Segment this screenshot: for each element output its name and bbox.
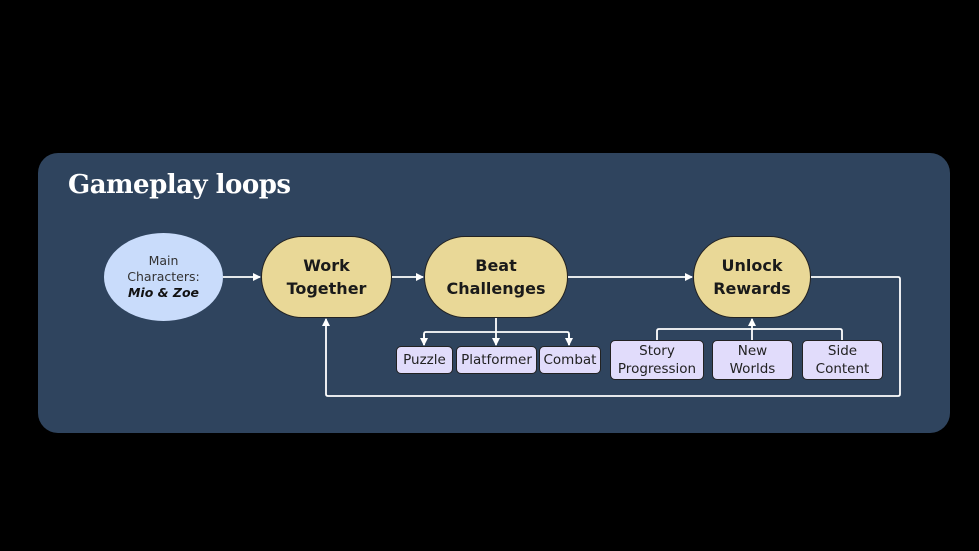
node-main-characters-names: Mio & Zoe: [127, 285, 200, 300]
node-work-together-line1: Work: [303, 256, 350, 275]
reward-side-content-line2: Content: [815, 361, 870, 377]
reward-new-worlds-line2: Worlds: [729, 361, 776, 377]
reward-story-progression-line1: Story: [639, 343, 675, 359]
challenge-puzzle: Puzzle: [396, 346, 453, 374]
node-beat-challenges-line1: Beat: [475, 256, 517, 275]
reward-side-content: Side Content: [802, 340, 883, 380]
reward-story-progression: Story Progression: [610, 340, 704, 380]
node-work-together: Work Together: [261, 236, 392, 318]
reward-new-worlds: New Worlds: [712, 340, 793, 380]
diagram-title: Gameplay loops: [68, 170, 291, 200]
reward-story-progression-line2: Progression: [617, 361, 697, 377]
node-main-characters-line2: Characters:: [127, 269, 200, 284]
node-unlock-rewards: Unlock Rewards: [693, 236, 811, 318]
challenge-platformer-label: Platformer: [461, 352, 532, 368]
challenge-puzzle-label: Puzzle: [403, 352, 446, 368]
reward-side-content-line1: Side: [827, 343, 858, 359]
node-main-characters: Main Characters: Mio & Zoe: [104, 233, 223, 321]
node-work-together-line2: Together: [286, 279, 367, 298]
node-beat-challenges-line2: Challenges: [446, 279, 546, 298]
challenge-platformer: Platformer: [456, 346, 537, 374]
reward-new-worlds-line1: New: [737, 343, 768, 359]
node-main-characters-line1: Main: [148, 253, 179, 268]
node-unlock-rewards-line1: Unlock: [721, 256, 783, 275]
challenge-combat: Combat: [539, 346, 601, 374]
node-beat-challenges: Beat Challenges: [424, 236, 568, 318]
challenge-combat-label: Combat: [543, 352, 597, 368]
node-unlock-rewards-line2: Rewards: [713, 279, 791, 298]
